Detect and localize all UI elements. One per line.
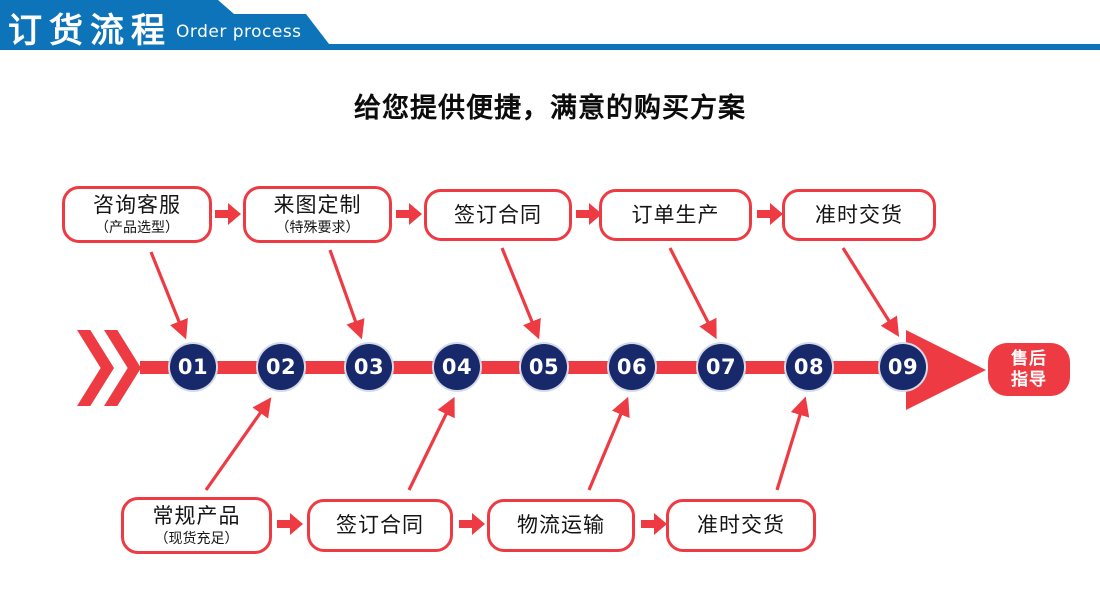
step-circle-03: 03 [346,344,392,390]
flow-box-on-time-delivery-bottom: 准时交货 [666,499,816,552]
step-circle-04: 04 [434,344,480,390]
header-banner-shape [0,0,1100,50]
flow-box-sign-contract-top: 签订合同 [424,189,572,241]
right-arrow-icon [215,203,241,225]
flow-box-label: 准时交货 [697,513,785,538]
after-sales-badge: 售后 指导 [988,343,1070,396]
step-circle-08: 08 [786,344,832,390]
step-circle-01: 01 [170,344,216,390]
connector-arrow [407,396,455,491]
flow-box-consult-service: 咨询客服 （产品选型） [62,186,212,243]
badge-line2: 指导 [1011,369,1047,390]
flow-box-label: 物流运输 [517,513,605,538]
badge-line1: 售后 [1011,348,1047,369]
step-circle-02: 02 [258,344,304,390]
connector-arrow [775,396,810,491]
flow-box-sublabel: （特殊要求） [275,219,360,236]
flow-box-label: 来图定制 [273,193,362,218]
flow-box-order-production: 订单生产 [599,189,752,241]
step-circle-09: 09 [880,344,926,390]
page-subtitle: 给您提供便捷，满意的购买方案 [354,93,746,124]
right-arrow-icon [277,513,303,535]
flow-box-label: 咨询客服 [93,193,181,218]
right-arrow-icon [396,203,422,225]
step-circle-07: 07 [698,344,744,390]
flow-box-sublabel: （产品选型） [95,219,179,236]
flow-box-label: 签订合同 [454,202,542,227]
connector-arrow [149,251,188,340]
flow-box-label: 签订合同 [336,513,424,538]
flow-box-sublabel: （现货充足） [154,530,239,547]
flow-box-label: 订单生产 [631,202,720,227]
connector-arrow [668,247,717,340]
connector-arrow [500,247,541,340]
flow-box-sign-contract-bottom: 签订合同 [307,499,453,552]
flow-box-regular-product: 常规产品 （现货充足） [121,497,272,554]
right-arrow-icon [757,203,783,225]
chevron-right-icon [77,330,114,406]
flow-box-label: 常规产品 [152,504,241,529]
page-title-en: Order process [176,22,302,42]
connector-arrow [204,397,272,491]
connector-arrow [328,249,365,340]
connector-arrow [587,396,630,491]
flow-box-on-time-delivery-top: 准时交货 [782,189,936,241]
page-title: 订货流程 [8,11,172,51]
flow-box-label: 准时交货 [815,202,903,227]
right-arrow-icon [641,513,667,535]
step-circle-06: 06 [609,344,655,390]
flow-box-custom-drawing: 来图定制 （特殊要求） [243,186,392,243]
flow-box-logistics: 物流运输 [487,499,635,552]
right-arrow-icon [459,513,485,535]
step-circle-05: 05 [521,344,567,390]
connector-arrow [841,247,900,337]
